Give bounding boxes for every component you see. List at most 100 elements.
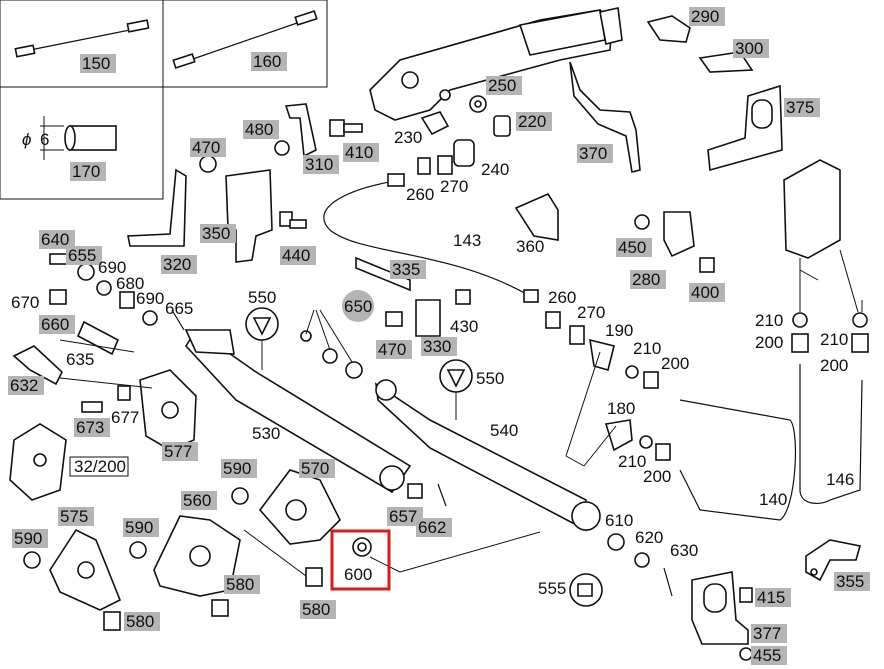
part-310-bracket (284, 103, 317, 158)
callout-575: 575 (60, 507, 88, 526)
part-657-nut (407, 483, 423, 499)
part-580b-bolt (103, 611, 121, 631)
part-280-bracket (663, 211, 695, 258)
callout-480: 480 (245, 120, 273, 139)
part-673-bolt (81, 401, 103, 413)
callout-330: 330 (423, 337, 451, 356)
callout-577: 577 (164, 442, 192, 461)
callout-650: 650 (344, 297, 372, 316)
callout-270-mid: 270 (577, 303, 605, 322)
callout-655: 655 (68, 246, 96, 265)
part-370-bracket (569, 61, 641, 173)
part-150-brake-line (14, 19, 150, 58)
callout-670: 670 (11, 293, 39, 312)
part-540-cylinder (374, 379, 601, 532)
part-190-tee (589, 338, 615, 371)
callout-210-right-a: 210 (755, 311, 783, 330)
callout-290: 290 (691, 7, 719, 26)
part-632-pin (12, 345, 63, 386)
part-220-fitting (493, 115, 511, 137)
valve-unit (783, 159, 859, 313)
part-650-kit (300, 330, 363, 379)
callout-540: 540 (490, 421, 518, 440)
part-570-bracket (258, 469, 341, 545)
part-680-bush (119, 291, 135, 309)
callout-250: 250 (488, 76, 516, 95)
callout-632: 632 (10, 376, 38, 395)
highlight-box-600 (330, 529, 391, 591)
callout-590-top: 590 (223, 459, 251, 478)
callout-665: 665 (165, 299, 193, 318)
dimension-value: 6 (40, 130, 49, 149)
part-200d-nut (851, 333, 869, 353)
part-143-cable (323, 173, 539, 303)
part-270b-nut (569, 325, 585, 345)
callout-550-right: 550 (476, 369, 504, 388)
part-200b-nut (655, 443, 671, 461)
part-670-bolt (49, 289, 67, 305)
part-550b-mount (439, 359, 473, 393)
callout-680: 680 (116, 274, 144, 293)
part-415-bolt (739, 587, 753, 603)
callout-660: 660 (41, 315, 69, 334)
part-250-washer (469, 95, 487, 113)
part-610-washer (607, 533, 625, 551)
part-210d-washer (852, 312, 868, 328)
part-630-clip (663, 567, 673, 597)
part-470-washer (199, 155, 217, 173)
callout-430: 430 (450, 317, 478, 336)
part-620-washer (634, 552, 650, 568)
callout-170: 170 (72, 162, 100, 181)
part-690b-washer (142, 310, 158, 326)
part-350-bracket (225, 169, 273, 263)
part-550a-mount (245, 307, 279, 341)
part-590b-washer (129, 541, 147, 559)
part-270-nut (437, 155, 453, 175)
part-330-plate (415, 299, 441, 337)
part-455-nut (739, 647, 753, 661)
part-600-nut (352, 537, 372, 557)
part-260-nut (417, 157, 431, 175)
part-146-line (799, 364, 863, 505)
part-260b-nut (545, 311, 561, 329)
callout-550-left: 550 (248, 288, 276, 307)
part-580c-bolt (305, 567, 323, 587)
callout-150: 150 (82, 54, 110, 73)
callout-260-top: 260 (406, 185, 434, 204)
callout-560: 560 (183, 491, 211, 510)
callout-360: 360 (516, 237, 544, 256)
callout-180: 180 (607, 399, 635, 418)
callout-200-mid: 200 (661, 354, 689, 373)
callout-690-top: 690 (98, 258, 126, 277)
part-170-pipe-section (40, 116, 117, 160)
callout-210-mid: 210 (633, 339, 661, 358)
leader-lines (59, 269, 863, 577)
inset-boxes (0, 0, 328, 200)
callout-677: 677 (111, 408, 139, 427)
part-665-clip (171, 309, 185, 331)
part-160-brake-line (172, 10, 318, 69)
part-480-nut (274, 140, 290, 156)
callout-335: 335 (392, 260, 420, 279)
callout-210-low: 210 (618, 452, 646, 471)
callout-470-mid: 470 (378, 340, 406, 359)
callout-200-right-b: 200 (820, 356, 848, 375)
part-210c-washer (792, 312, 808, 328)
part-677-nut (117, 385, 131, 401)
callout-630: 630 (670, 541, 698, 560)
callout-570: 570 (301, 459, 329, 478)
part-230-bolt (420, 111, 450, 136)
callout-320: 320 (163, 255, 191, 274)
callout-377: 377 (753, 624, 781, 643)
callout-580-right: 580 (302, 600, 330, 619)
callout-580-left: 580 (126, 612, 154, 631)
part-180-elbow (604, 419, 633, 452)
callout-470-top: 470 (192, 138, 220, 157)
part-210b-washer (639, 435, 653, 449)
part-240-fitting (453, 139, 475, 167)
part-470b-nut (385, 311, 403, 327)
callout-662: 662 (418, 518, 446, 537)
callout-590-left: 590 (14, 529, 42, 548)
callout-146: 146 (826, 470, 854, 489)
